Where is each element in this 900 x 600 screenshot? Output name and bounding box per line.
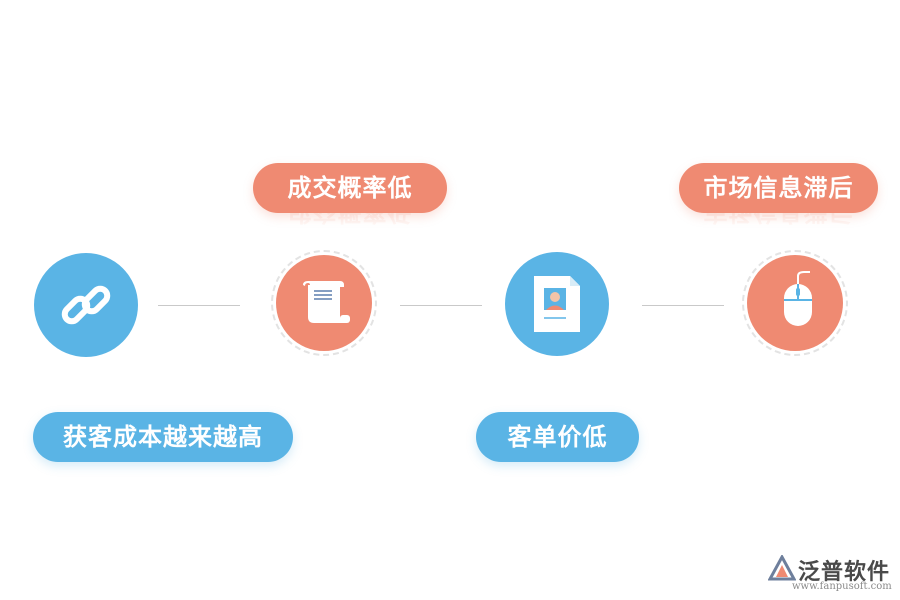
node-ring-4 [742, 250, 848, 356]
label-reflection-4: 市场信息滞后 [679, 213, 878, 237]
label-pill-3: 客单价低 [476, 412, 639, 462]
scroll-document-icon [303, 281, 350, 323]
brand-url: www.fanpusoft.com [792, 581, 892, 592]
brand-name: 泛普软件 [798, 560, 891, 585]
chain-link-icon [61, 285, 111, 325]
label-reflection-2: 成交概率低 [253, 213, 447, 237]
label-pill-4: 市场信息滞后 [679, 163, 878, 213]
connector-1-2 [158, 305, 240, 306]
fanpu-logo-icon [768, 555, 796, 581]
label-pill-2: 成交概率低 [253, 163, 447, 213]
label-pill-1: 获客成本越来越高 [33, 412, 293, 462]
mouse-icon [784, 271, 812, 326]
profile-card-icon [534, 276, 580, 332]
connector-3-4 [642, 305, 724, 306]
connector-2-3 [400, 305, 482, 306]
node-ring-2 [271, 250, 377, 356]
